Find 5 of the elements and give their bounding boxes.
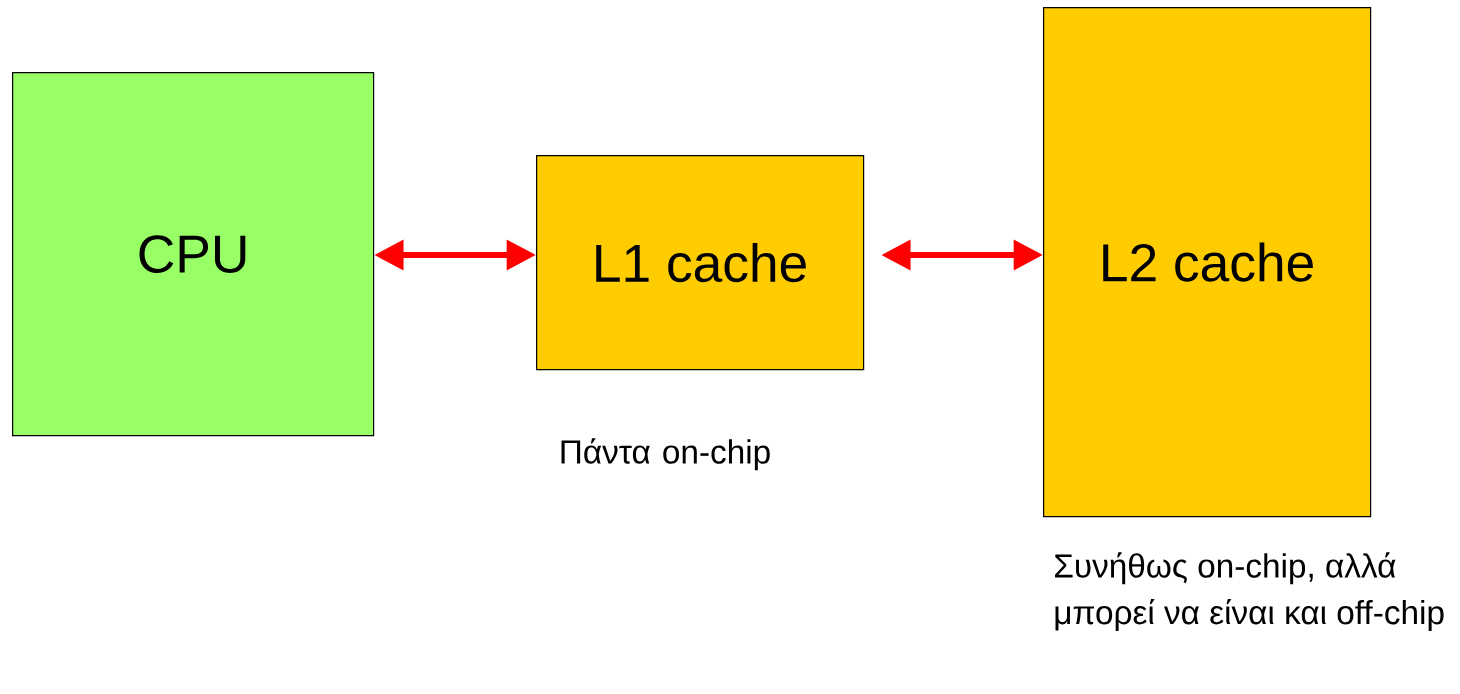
process-box: L2 cache	[1043, 7, 1372, 518]
process-box: CPU	[12, 72, 375, 437]
process-box: L1 cache	[536, 155, 865, 371]
note-text: Συνήθως on-chip, αλλά μπορεί να είναι και off-chip	[1055, 552, 1444, 631]
note-text: Πάντα on-chip	[561, 438, 770, 471]
